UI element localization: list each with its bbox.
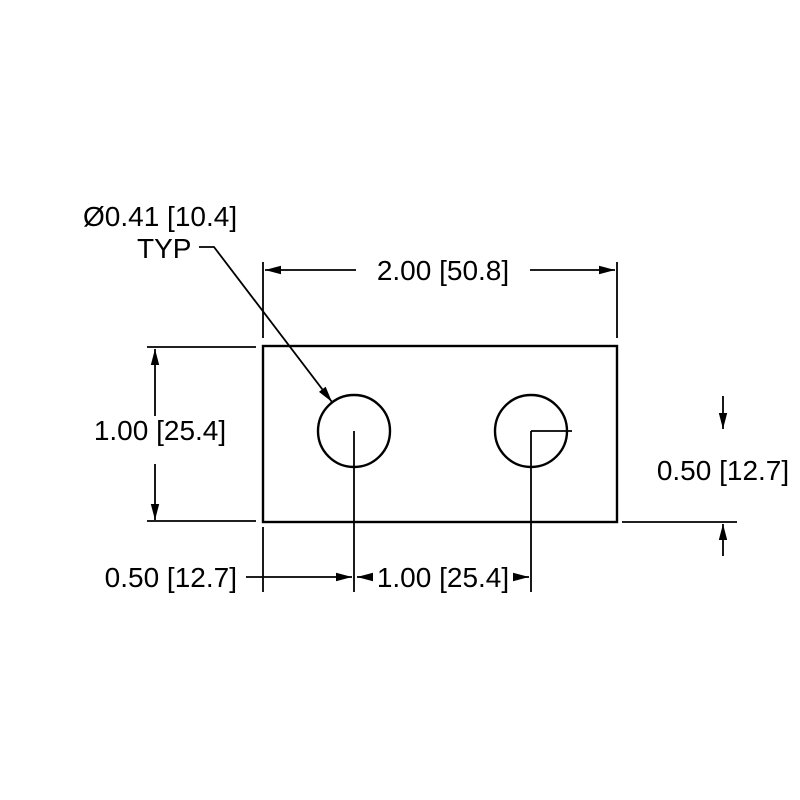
dim-hole-spacing-text: 1.00 [25.4] <box>377 562 509 593</box>
part-outline <box>261 344 619 524</box>
dim-width-text: 2.00 [50.8] <box>377 255 509 286</box>
dim-hole-height-text: 0.50 [12.7] <box>657 455 789 486</box>
hole-note-leader-arrow <box>199 246 333 403</box>
hole-note-typ-text: TYP <box>137 233 191 264</box>
hole-note-text: Ø0.41 [10.4] <box>83 201 237 232</box>
dim-height-text: 1.00 [25.4] <box>94 415 226 446</box>
dim-hole-offset-text: 0.50 [12.7] <box>105 562 237 593</box>
